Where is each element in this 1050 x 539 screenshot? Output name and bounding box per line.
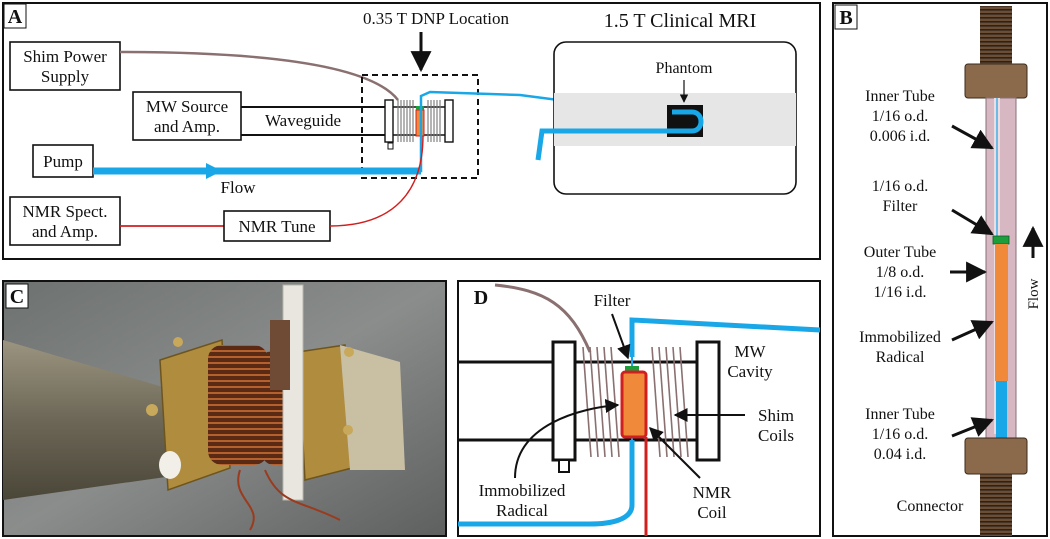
b-radical-1: Immobilized: [859, 329, 941, 346]
connector-top: [964, 63, 1028, 99]
photo-cap: [159, 451, 181, 479]
photo-screw-2: [173, 337, 183, 347]
connector-top-thread: [980, 6, 1012, 68]
inner-flow-bottom: [996, 381, 1007, 438]
d-flange-left: [551, 340, 577, 462]
nmr-cable-2: [329, 135, 424, 227]
d-shim-coils-2: Coils: [758, 426, 794, 445]
d-flow-line: [458, 317, 821, 527]
nmr-spect-box: [9, 196, 121, 246]
b-outer-2: 1/8 o.d.: [876, 264, 924, 281]
panel-d: D Filter MW Cavity Shim Coils Immobilize…: [457, 280, 821, 537]
photo-tube-fitting: [270, 320, 290, 390]
photo-screw-4: [343, 425, 353, 435]
b-arrow-inner-top: [951, 124, 994, 150]
nmr-tune-label: NMR Tune: [238, 217, 315, 236]
dnp-location-label: 0.35 T DNP Location: [363, 9, 510, 28]
mri-title: 1.5 T Clinical MRI: [604, 10, 757, 32]
d-mw-cavity-1: MW: [734, 342, 766, 361]
filter-b: [992, 235, 1010, 245]
shim-power-supply-box: [9, 41, 121, 91]
pump-label: Pump: [43, 152, 83, 171]
mw-source-box: [132, 91, 242, 141]
photo-endplate: [340, 345, 405, 470]
b-arrow-radical: [951, 320, 994, 342]
photo-screw-1: [146, 404, 158, 416]
panel-a-letter: A: [8, 6, 23, 28]
flow-arrow-head: [206, 163, 222, 179]
photo-tube: [282, 284, 304, 501]
b-inner-bottom-2: 1/16 o.d.: [872, 426, 928, 443]
d-flange-right: [695, 340, 721, 462]
b-radical-2: Radical: [876, 349, 925, 366]
d-filter-label: Filter: [594, 291, 631, 310]
b-filter-2: Filter: [883, 198, 918, 215]
b-filter-1: 1/16 o.d.: [872, 178, 928, 195]
panel-c-label-box: [5, 283, 29, 309]
b-flow-label: Flow: [1026, 278, 1042, 309]
radical-b: [995, 244, 1008, 381]
panel-b: B Inner Tube 1/16 o.d. 0.006 i.d. 1/16 o…: [832, 2, 1048, 537]
b-inner-top-3: 0.006 i.d.: [870, 128, 930, 145]
d-filter: [625, 366, 639, 372]
mw-source-label-1: MW Source: [146, 97, 228, 116]
b-inner-top-2: 1/16 o.d.: [872, 108, 928, 125]
photo-screw-3: [344, 347, 354, 357]
b-arrow-inner-bottom: [951, 417, 994, 438]
panel-b-label-box: [834, 4, 858, 30]
flow-label-a: Flow: [221, 178, 257, 197]
shim-power-cable: [119, 50, 399, 101]
d-radical-arrow: [514, 399, 620, 479]
d-radical: [620, 370, 648, 439]
photo-coil-left: [208, 345, 268, 465]
mw-source-label-2: and Amp.: [154, 117, 220, 136]
nmr-spect-label-1: NMR Spect.: [23, 202, 108, 221]
b-inner-bottom-1: Inner Tube: [865, 406, 935, 423]
b-inner-bottom-3: 0.04 i.d.: [874, 446, 926, 463]
b-connector: Connector: [897, 498, 964, 515]
d-filter-arrow: [611, 313, 631, 360]
nmr-spect-label-2: and Amp.: [32, 222, 98, 241]
mri-flow-return: [535, 109, 704, 161]
panel-a: A Shim Power Supply MW Source and Amp. W…: [2, 2, 821, 260]
connector-bottom-thread: [980, 474, 1012, 536]
panel-b-letter: B: [839, 7, 852, 29]
b-outer-3: 1/16 i.d.: [874, 284, 927, 301]
shim-power-label-1: Shim Power: [23, 47, 107, 66]
d-radical-1: Immobilized: [479, 481, 566, 500]
waveguide-label: Waveguide: [265, 111, 341, 130]
panel-c-letter: C: [10, 286, 24, 308]
panel-c-photo: C: [2, 280, 447, 537]
d-shim-coils-1: Shim: [758, 406, 794, 425]
pump-box: [32, 144, 94, 178]
d-nmr-coil-1: NMR: [693, 483, 732, 502]
panel-d-letter: D: [474, 287, 488, 309]
b-inner-top-1: Inner Tube: [865, 88, 935, 105]
b-outer-1: Outer Tube: [864, 244, 936, 261]
d-mw-cavity-2: Cavity: [727, 362, 773, 381]
connector-bottom: [964, 437, 1028, 475]
d-nmr-coil-2: Coil: [697, 503, 727, 522]
d-shim-cable: [494, 283, 592, 353]
panel-a-label-box: [3, 3, 27, 29]
d-radical-2: Radical: [496, 501, 548, 520]
d-nmr-arrow: [649, 427, 701, 479]
d-screw: [558, 459, 570, 473]
phantom-label: Phantom: [656, 60, 713, 77]
shim-power-label-2: Supply: [41, 67, 90, 86]
b-arrow-filter: [951, 208, 994, 236]
photo-wires: [237, 469, 341, 531]
